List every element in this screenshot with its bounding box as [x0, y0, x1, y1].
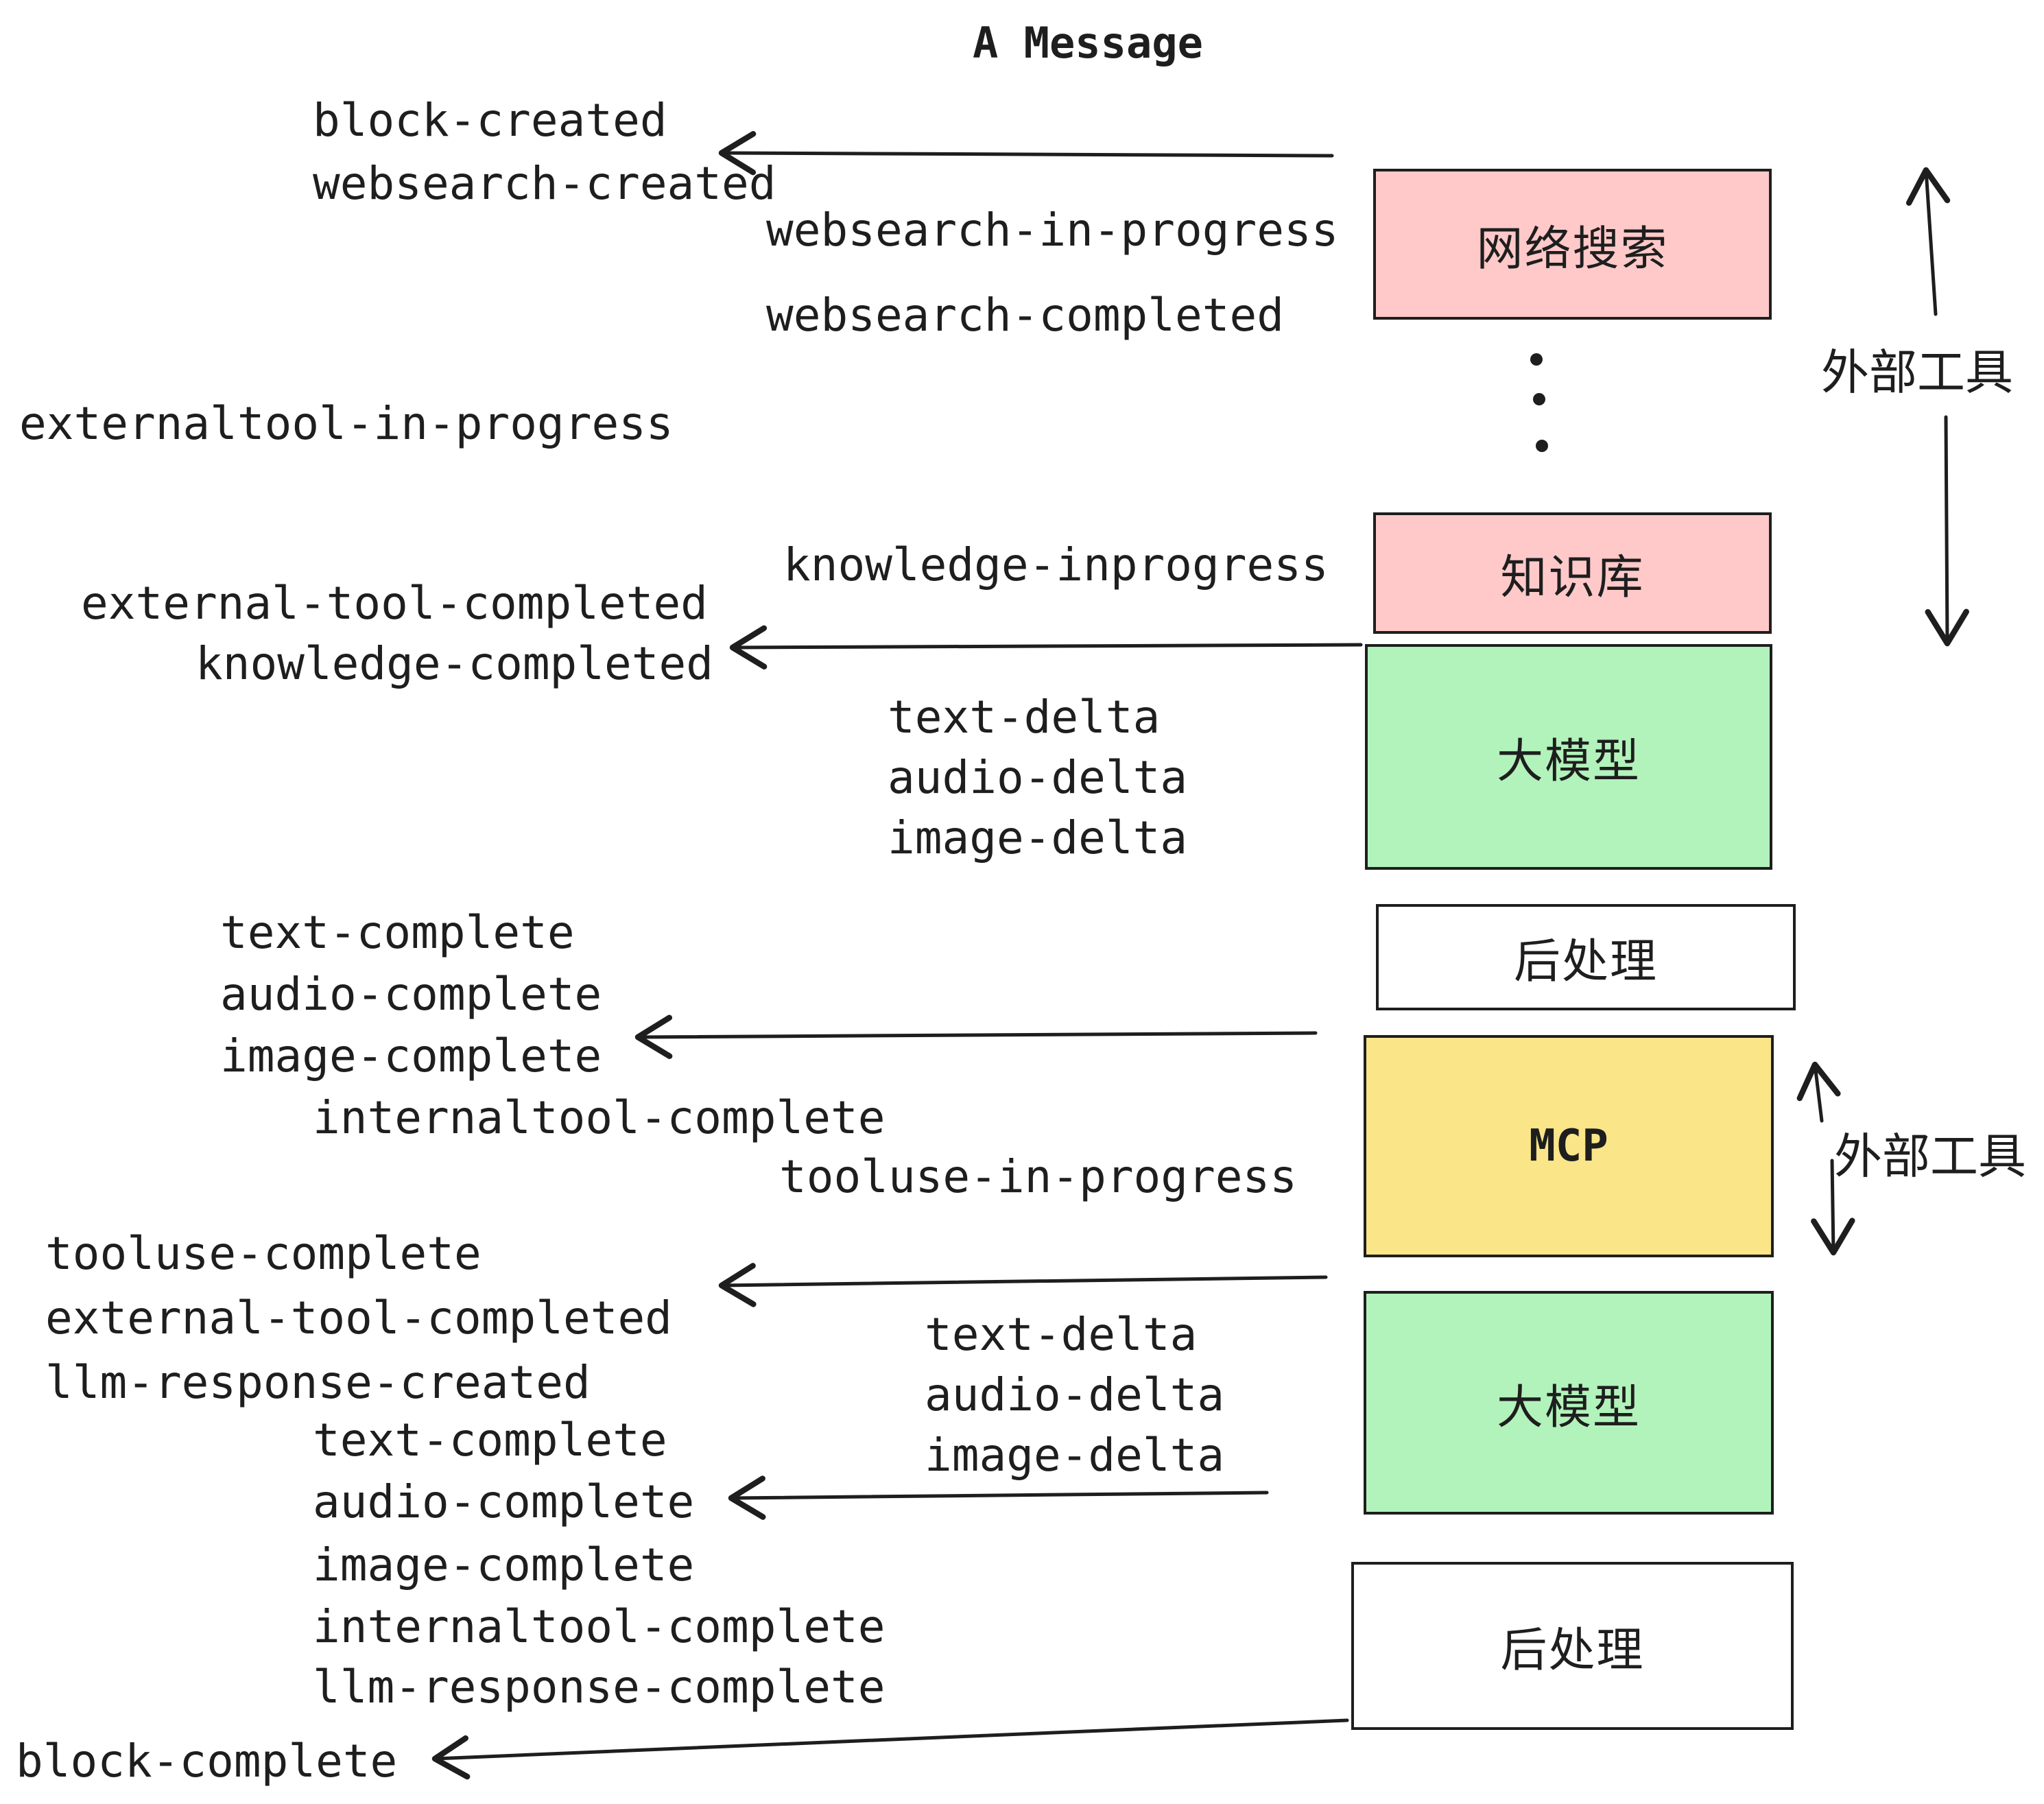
websearch-box: 网络搜索 — [1373, 169, 1772, 320]
event-label: text-complete — [313, 1414, 667, 1467]
event-label: llm-response-complete — [313, 1661, 886, 1713]
event-label: text-delta — [925, 1308, 1198, 1361]
postprocess-box-2: 后处理 — [1351, 1562, 1794, 1730]
event-label: llm-response-created — [45, 1356, 591, 1409]
page-title: A Message — [973, 18, 1203, 68]
event-label: internaltool-complete — [313, 1600, 886, 1653]
event-label: externaltool-in-progress — [19, 397, 674, 450]
websearch-box-label: 网络搜索 — [1476, 222, 1669, 275]
arrow-tooluse-complete — [718, 1263, 1328, 1307]
arrow-block-created — [718, 131, 1334, 176]
event-label: audio-complete — [313, 1475, 695, 1528]
external-tools-label-2: 外部工具 — [1834, 1130, 2026, 1183]
event-label: external-tool-completed — [81, 577, 708, 630]
external-tools-label-1: 外部工具 — [1821, 346, 2013, 399]
event-label: audio-delta — [888, 751, 1188, 804]
llm-box-1-label: 大模型 — [1496, 735, 1641, 787]
event-label: image-complete — [220, 1030, 602, 1082]
event-label: websearch-completed — [766, 289, 1284, 342]
mcp-box: MCP — [1364, 1035, 1774, 1257]
event-label: websearch-created — [313, 157, 776, 210]
event-label: audio-delta — [925, 1368, 1225, 1421]
event-label: block-created — [313, 94, 667, 147]
event-label: image-delta — [925, 1429, 1225, 1482]
event-label: image-delta — [888, 811, 1188, 864]
event-label: text-complete — [220, 906, 575, 959]
event-label: block-complete — [16, 1735, 398, 1788]
event-label: text-delta — [888, 691, 1161, 744]
event-label: image-complete — [313, 1539, 695, 1591]
postprocess-box-1-label: 后处理 — [1513, 936, 1658, 988]
external-tools-arrow-up-2 — [1796, 1061, 1841, 1123]
llm-box-2: 大模型 — [1364, 1291, 1774, 1515]
external-tools-arrow-up-1 — [1905, 167, 1951, 316]
event-label: tooluse-complete — [45, 1227, 482, 1280]
event-label: internaltool-complete — [313, 1091, 886, 1144]
llm-box-2-label: 大模型 — [1496, 1381, 1641, 1434]
arrow-knowledge-completed — [729, 625, 1363, 669]
external-tools-arrow-down-2 — [1811, 1159, 1855, 1256]
arrow-block-complete — [431, 1718, 1349, 1780]
event-label: knowledge-inprogress — [783, 538, 1329, 591]
event-label: knowledge-completed — [195, 637, 713, 690]
knowledge-box: 知识库 — [1373, 512, 1772, 634]
arrow-internal-complete — [634, 1014, 1318, 1059]
external-tools-arrow-down-1 — [1925, 415, 1969, 647]
event-label: audio-complete — [220, 968, 602, 1021]
event-label: tooluse-in-progress — [779, 1150, 1297, 1203]
event-label: websearch-in-progress — [766, 204, 1339, 257]
vertical-ellipsis-dots — [1530, 353, 1548, 452]
mcp-box-label: MCP — [1529, 1121, 1608, 1172]
event-label: external-tool-completed — [45, 1292, 672, 1344]
postprocess-box-1: 后处理 — [1376, 904, 1796, 1010]
postprocess-box-2-label: 后处理 — [1500, 1624, 1645, 1676]
knowledge-box-label: 知识库 — [1500, 551, 1645, 604]
arrow-llm2-complete — [728, 1475, 1269, 1520]
llm-box-1: 大模型 — [1365, 644, 1772, 870]
